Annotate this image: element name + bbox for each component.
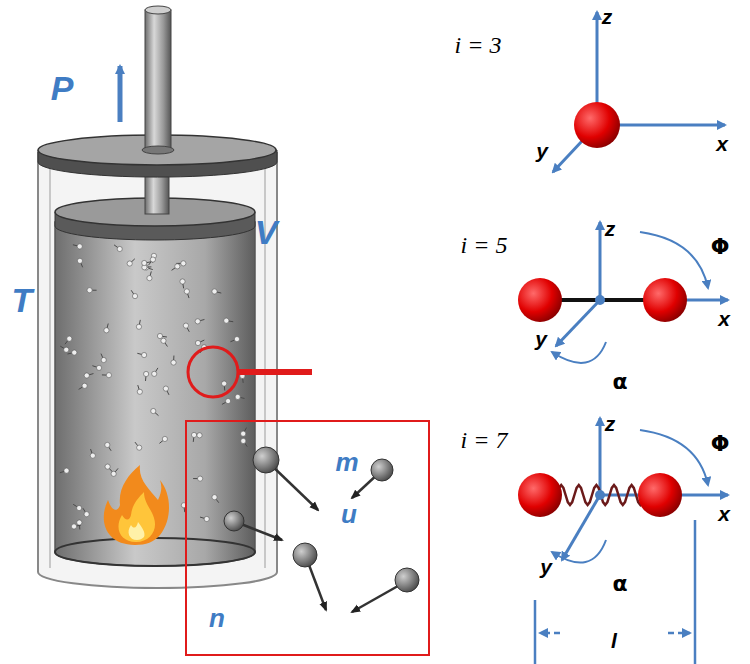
angle-label: α xyxy=(612,573,627,595)
magnifier-circle xyxy=(188,347,238,397)
cylinder xyxy=(38,6,277,588)
zoom-inset: mu n xyxy=(185,420,430,656)
atom xyxy=(518,278,562,322)
molecules-zoom xyxy=(224,447,419,592)
diatomic-axes xyxy=(552,222,728,363)
molecule-arrows xyxy=(236,462,405,612)
axis-label: z xyxy=(605,413,616,434)
axis-label: y xyxy=(536,140,548,161)
atom xyxy=(638,473,682,517)
quantity-label: m xyxy=(335,449,358,475)
quantity-label: u xyxy=(341,501,357,527)
axis-label: z xyxy=(605,218,616,239)
length-dimension xyxy=(535,520,695,664)
atom xyxy=(643,278,687,322)
center-dot xyxy=(595,295,605,305)
axis-label: z xyxy=(602,6,613,27)
angle-label: α xyxy=(612,371,627,393)
temperature-label: T xyxy=(12,283,33,317)
axis-label: y xyxy=(540,556,552,577)
atom xyxy=(574,102,620,148)
atom xyxy=(518,473,562,517)
pressure-arrow xyxy=(118,66,123,122)
dof-label: i = 3 xyxy=(455,33,502,57)
dof-label: i = 7 xyxy=(461,428,508,452)
spring-bond xyxy=(548,485,654,505)
axis-label: x xyxy=(718,503,730,524)
axis-label: x xyxy=(718,308,730,329)
elastic-axes xyxy=(552,418,728,563)
pressure-label: P xyxy=(51,71,74,105)
dof-label: i = 5 xyxy=(461,233,508,257)
flame-icon xyxy=(104,465,169,545)
magnifier-handle xyxy=(238,369,312,375)
axis-label: y xyxy=(535,328,547,349)
axis-label: x xyxy=(716,133,728,154)
length-label: l xyxy=(611,630,617,651)
monatomic-axes xyxy=(553,12,725,172)
center-dot xyxy=(595,490,605,500)
quantity-label: n xyxy=(209,605,225,631)
angle-label: Φ xyxy=(711,236,730,258)
volume-label: V xyxy=(255,215,278,249)
angle-label: Φ xyxy=(711,433,730,455)
